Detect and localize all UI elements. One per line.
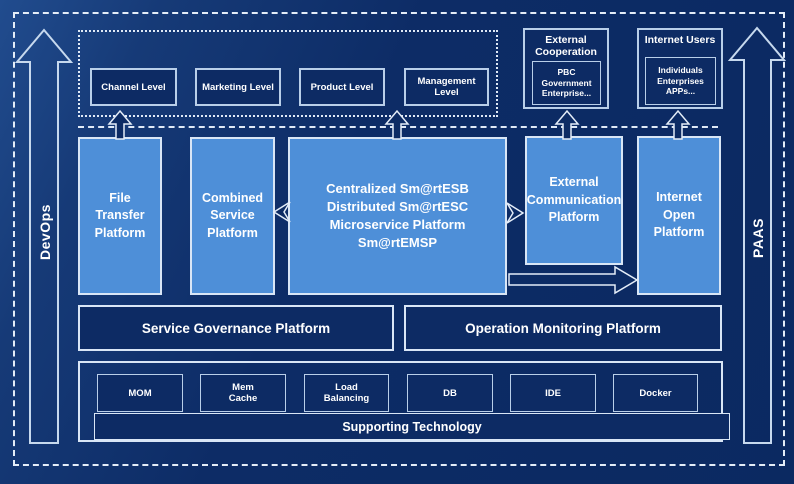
level-marketing: Marketing Level (195, 68, 281, 106)
esb-platform-box: Centralized Sm@rtESB Distributed Sm@rtES… (288, 137, 507, 295)
devops-rail-label: DevOps (37, 204, 53, 260)
tech-mem-cache: Mem Cache (200, 374, 286, 412)
tech-ide: IDE (510, 374, 596, 412)
level-channel: Channel Level (90, 68, 177, 106)
paas-rail-label: PAAS (750, 218, 766, 258)
supporting-technology-container (78, 361, 723, 442)
application-levels-container (78, 30, 498, 117)
combined-service-platform-box: Combined Service Platform (190, 137, 275, 295)
tech-load-balancing: Load Balancing (304, 374, 389, 412)
file-transfer-platform-box: File Transfer Platform (78, 137, 162, 295)
service-governance-platform-box: Service Governance Platform (78, 305, 394, 351)
external-cooperation-title: External Cooperation (535, 34, 597, 59)
tech-docker: Docker (613, 374, 698, 412)
internet-users-box: Internet Users Individuals Enterprises A… (637, 28, 723, 109)
external-cooperation-box: External Cooperation PBC Government Ente… (523, 28, 609, 109)
tech-mom: MOM (97, 374, 183, 412)
level-management: Management Level (404, 68, 489, 106)
level-product: Product Level (299, 68, 385, 106)
internet-open-platform-box: Internet Open Platform (637, 136, 721, 295)
dashed-separator-line (78, 126, 718, 128)
tech-db: DB (407, 374, 493, 412)
supporting-technology-bar: Supporting Technology (94, 413, 730, 440)
operation-monitoring-platform-box: Operation Monitoring Platform (404, 305, 722, 351)
external-communication-platform-box: External Communication Platform (525, 136, 623, 265)
external-cooperation-member: PBC Government Enterprise... (532, 61, 601, 105)
internet-users-title: Internet Users (644, 34, 716, 46)
internet-users-member: Individuals Enterprises APPs... (645, 57, 716, 105)
